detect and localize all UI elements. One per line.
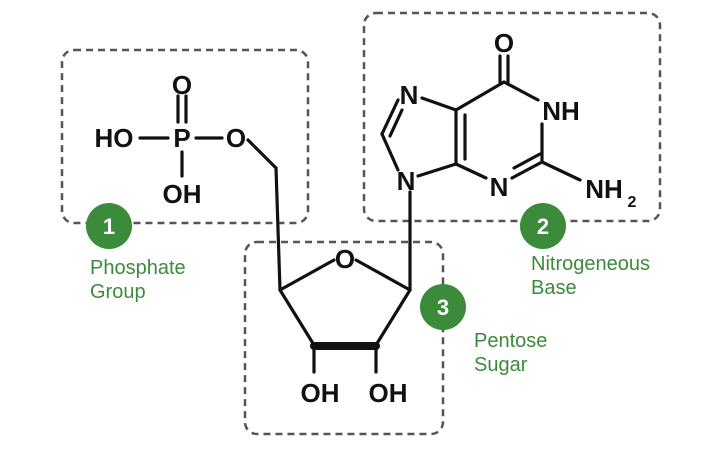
atom-oh-right: OH <box>369 378 408 408</box>
sugar-label: 3 Pentose Sugar <box>420 284 547 376</box>
badge-3-number: 3 <box>437 295 449 320</box>
pentose-sugar-box <box>243 240 445 436</box>
atom-ring-o: O <box>335 244 355 274</box>
phosphate-caption-line2: Group <box>90 281 146 303</box>
badge-1 <box>86 203 132 249</box>
atom-n-bottom: N <box>490 172 509 202</box>
atom-oh: OH <box>163 179 202 209</box>
atom-ho: HO <box>95 123 134 153</box>
nitrogenous-base-box <box>362 11 662 223</box>
badge-2 <box>520 203 566 249</box>
sugar-structure: O OH OH <box>278 190 412 408</box>
atom-n-glycosidic: N <box>397 166 416 196</box>
atom-n-top: N <box>400 80 419 110</box>
atom-carbonyl-o: O <box>494 28 514 58</box>
base-structure: O NH N N N NH 2 <box>380 28 637 211</box>
atom-o-ester: O <box>226 123 246 153</box>
phosphate-group-box <box>60 48 310 225</box>
sugar-caption-line2: Sugar <box>474 354 528 376</box>
base-label: 2 Nitrogeneous Base <box>520 203 650 299</box>
base-caption-line1: Nitrogeneous <box>531 253 650 275</box>
sugar-caption-line1: Pentose <box>474 330 547 352</box>
atom-oh-left: OH <box>301 378 340 408</box>
badge-3 <box>420 284 466 330</box>
base-caption-line2: Base <box>531 277 577 299</box>
atom-nh: NH <box>542 96 580 126</box>
atom-nh2: NH <box>585 174 623 204</box>
badge-2-number: 2 <box>537 214 549 239</box>
atom-nh2-subscript: 2 <box>628 194 637 211</box>
atom-p: P <box>173 123 190 153</box>
phosphate-caption-line1: Phosphate <box>90 257 186 279</box>
badge-1-number: 1 <box>103 214 115 239</box>
phosphate-structure: O P HO O OH <box>95 70 282 292</box>
atom-o-double: O <box>172 70 192 100</box>
phosphate-label: 1 Phosphate Group <box>86 203 186 303</box>
